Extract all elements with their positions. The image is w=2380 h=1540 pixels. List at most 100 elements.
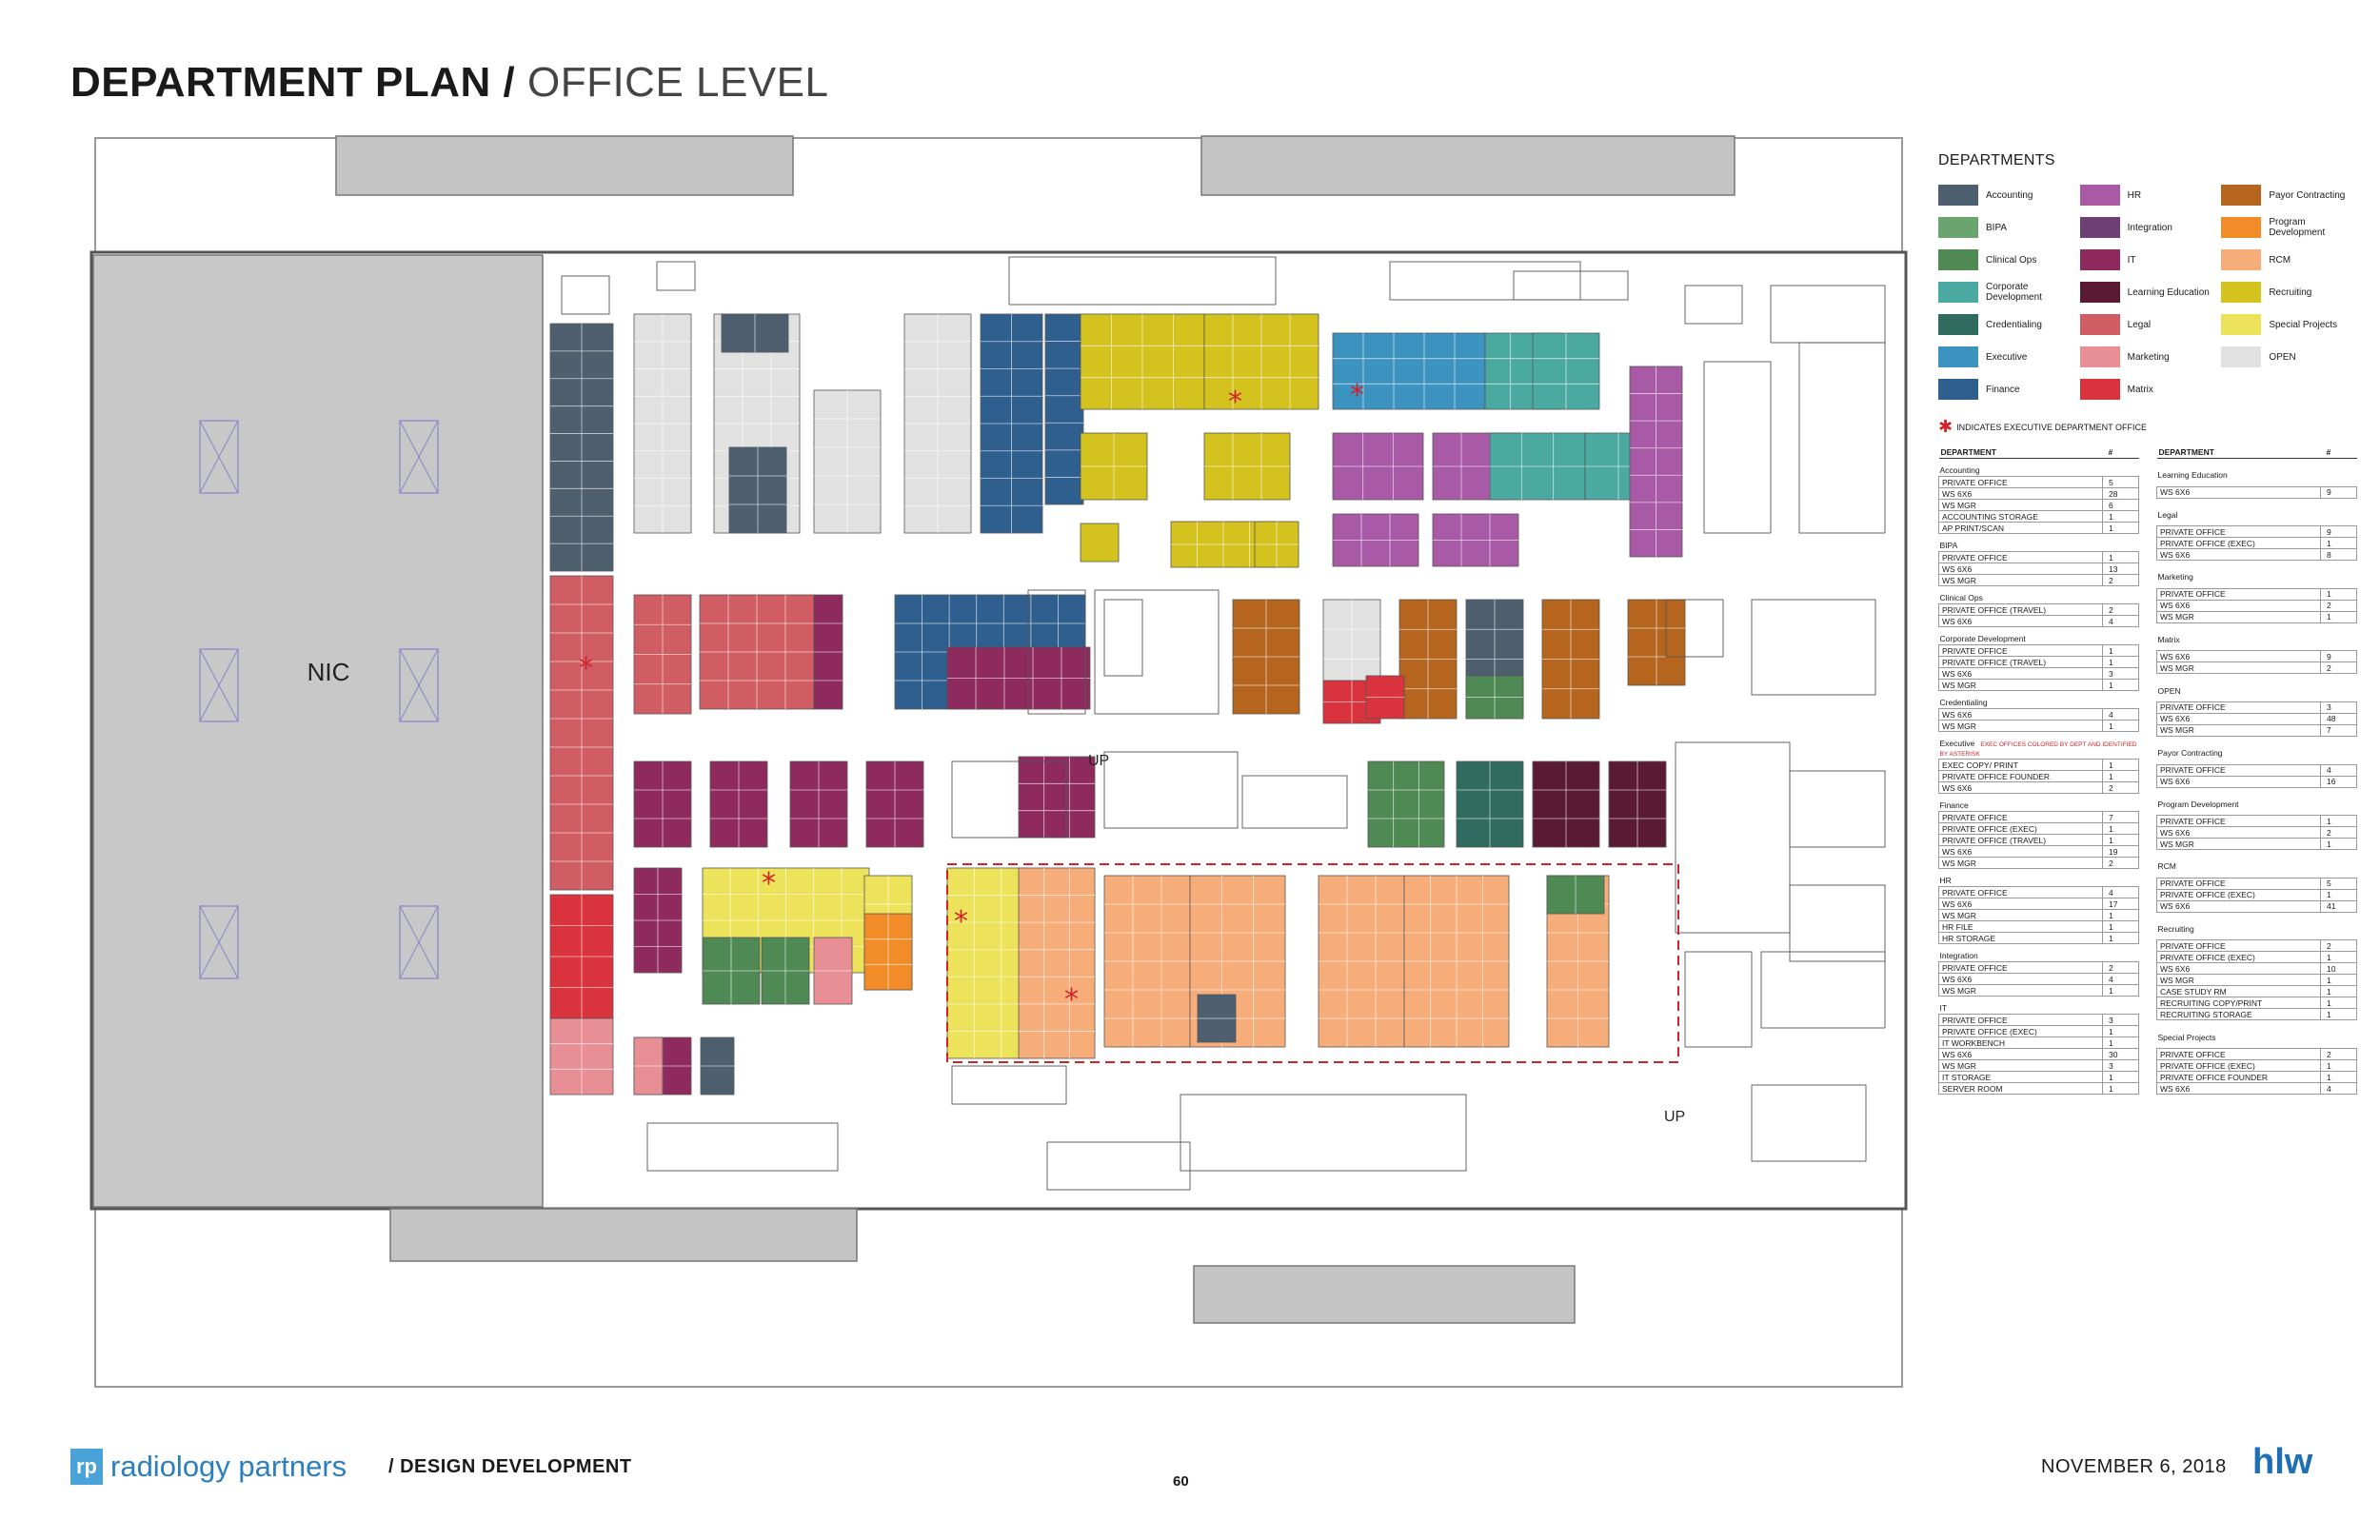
nic-column xyxy=(199,648,239,722)
nic-column-cross xyxy=(399,420,439,494)
table-cell-type: WS MGR xyxy=(1938,720,2103,732)
table-cell-type: PRIVATE OFFICE xyxy=(1938,961,2103,974)
legend-label: Recruiting xyxy=(2269,286,2312,298)
rooms xyxy=(561,256,1886,1191)
table-cell-type: WS MGR xyxy=(2156,974,2321,987)
table-group-name: BIPA xyxy=(1939,541,1958,550)
table-group-name: Payor Contracting xyxy=(2157,748,2223,759)
table-cell-count: 19 xyxy=(2102,845,2139,858)
table-group-row: Corporate Development xyxy=(1939,627,2139,645)
table-group-name: Program Development xyxy=(2157,799,2239,809)
page-number: 60 xyxy=(1173,1473,1189,1490)
room-outline xyxy=(1027,589,1086,715)
table-group-name: Legal xyxy=(2157,509,2178,520)
table-cell-count: 4 xyxy=(2320,763,2357,777)
table-cell-type: PRIVATE OFFICE xyxy=(2156,587,2321,601)
table-cell-count: 3 xyxy=(2320,701,2357,714)
table-group-name: Finance xyxy=(1939,800,1969,810)
table-cell-type: PRIVATE OFFICE xyxy=(1938,811,2103,823)
table-cell-count: 1 xyxy=(2102,720,2139,732)
table-cell-count: 2 xyxy=(2320,939,2357,953)
table-cell-type: PRIVATE OFFICE xyxy=(2156,939,2321,953)
table-group-name: HR xyxy=(1939,876,1952,885)
table-cell-count: 1 xyxy=(2320,1008,2357,1021)
table-cell-type: PRIVATE OFFICE xyxy=(2156,701,2321,714)
workstation-block xyxy=(946,867,1029,1059)
table-cell-type: WS 6X6 xyxy=(1938,898,2103,910)
legend-swatch xyxy=(1938,217,1978,238)
room-outline xyxy=(1751,599,1876,696)
legend-label: Marketing xyxy=(2127,351,2170,363)
table-cell-type: ACCOUNTING STORAGE xyxy=(1938,510,2103,523)
legend-label: Corporate Development xyxy=(1986,282,2042,303)
table-cell-type: PRIVATE OFFICE (EXEC) xyxy=(1938,822,2103,835)
room-outline xyxy=(561,275,610,315)
footer-date: NOVEMBER 6, 2018 xyxy=(2041,1456,2227,1477)
table-group-name: Recruiting xyxy=(2157,924,2194,935)
legend-label: Learning Education xyxy=(2127,286,2210,298)
legend-item: Program Development xyxy=(2221,215,2357,240)
legend-item: Integration xyxy=(2079,215,2216,240)
legend-title: DEPARTMENTS xyxy=(1938,152,2055,168)
table-cell-count: 1 xyxy=(2320,587,2357,601)
legend-label: Program Development xyxy=(2269,217,2326,238)
legend-item: Recruiting xyxy=(2221,280,2357,305)
table-cell-count: 41 xyxy=(2320,899,2357,913)
table-cell-count: 3 xyxy=(2102,1014,2139,1026)
table-cell-count: 30 xyxy=(2102,1048,2139,1060)
table-cell-type: PRIVATE OFFICE FOUNDER xyxy=(2156,1071,2321,1083)
table-cell-type: RECRUITING STORAGE xyxy=(2156,1008,2321,1021)
room-outline xyxy=(1103,599,1143,677)
legend-label: RCM xyxy=(2269,254,2291,266)
rp-logo-text: radiology partners xyxy=(110,1450,347,1483)
table-cell-count: 1 xyxy=(2320,1071,2357,1083)
legend-label: BIPA xyxy=(1986,222,2008,233)
legend-item: Accounting xyxy=(1938,183,2074,207)
table-cell-type: CASE STUDY RM xyxy=(2156,985,2321,998)
legend-swatch xyxy=(2221,282,2262,303)
nic-column xyxy=(399,905,439,979)
table-cell-count: 1 xyxy=(2102,644,2139,657)
table-cell-type: PRIVATE OFFICE (TRAVEL) xyxy=(1938,656,2103,668)
table-cell-type: WS 6X6 xyxy=(2156,599,2321,612)
legend-item: HR xyxy=(2079,183,2216,207)
table-cell-type: AP PRINT/SCAN xyxy=(1938,522,2103,534)
table-row: PRIVATE OFFICE (EXEC)1 xyxy=(2156,951,2357,964)
table-cell-count: 1 xyxy=(2102,679,2139,691)
table-group-row: Accounting xyxy=(1939,459,2139,477)
table-cell-count: 1 xyxy=(2102,551,2139,563)
legend-swatch xyxy=(2221,346,2262,367)
legend-item: IT xyxy=(2079,247,2216,272)
room-outline xyxy=(1789,884,1886,962)
nic-columns xyxy=(199,420,439,979)
table-cell-count: 1 xyxy=(2102,759,2139,771)
workstation-block xyxy=(1018,756,1096,839)
table-group-name: RCM xyxy=(2157,861,2176,872)
rcm-boundary xyxy=(946,863,1679,1063)
table-group-row: Learning Education xyxy=(2157,459,2357,487)
nic-column xyxy=(199,420,239,494)
legend-swatch xyxy=(1938,314,1978,335)
table-cell-count: 1 xyxy=(2102,770,2139,782)
table-cell-count: 2 xyxy=(2320,599,2357,612)
nic-column-cross xyxy=(199,905,239,979)
nic-column-cross xyxy=(399,905,439,979)
table-group-name: Learning Education xyxy=(2157,470,2228,481)
table-cell-type: WS 6X6 xyxy=(2156,548,2321,562)
